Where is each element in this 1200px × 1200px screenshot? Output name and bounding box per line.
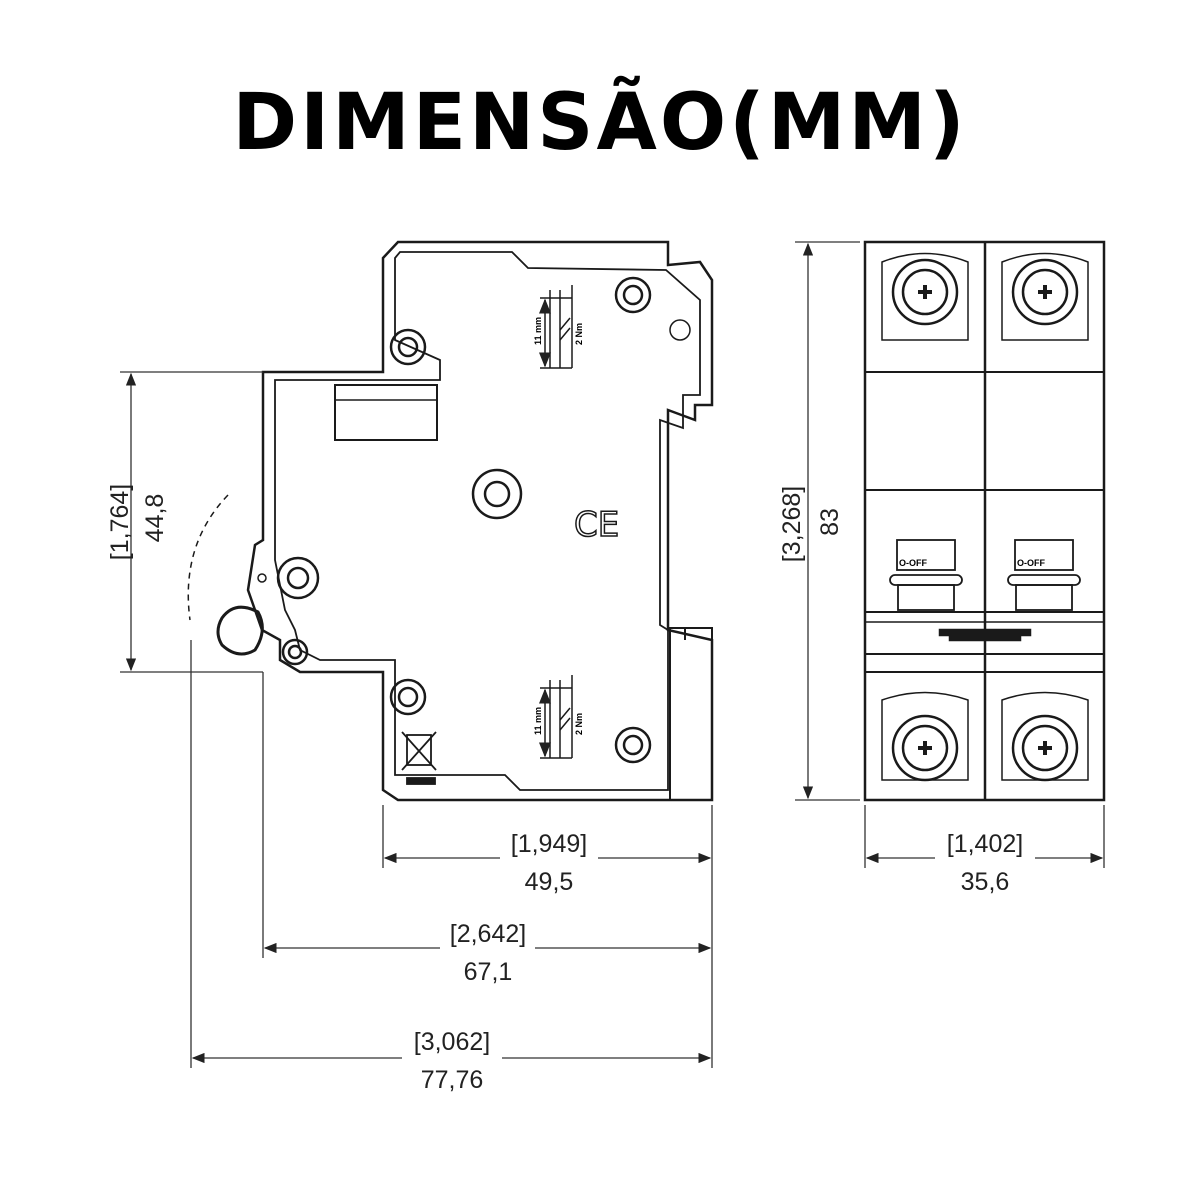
switch-label-left: O-OFF [899, 558, 927, 568]
front-view [863, 240, 1106, 802]
dimension-lines [120, 241, 1105, 1068]
depth-body-mm: 49,5 [525, 868, 574, 896]
side-view [187, 240, 714, 802]
terminal-screw-icon [1001, 252, 1089, 341]
mount-hole [614, 276, 652, 314]
height-total-inch: [3,268] [778, 486, 806, 562]
depth-body-inch: [1,949] [511, 830, 587, 858]
mount-hole [276, 556, 320, 600]
terminal-screw-icon [1001, 691, 1089, 782]
mount-hole [281, 638, 309, 666]
depth-rail-inch: [2,642] [450, 920, 526, 948]
terminal-screw-icon [881, 252, 969, 341]
switch-label-right: O-OFF [1017, 558, 1045, 568]
center-hole [471, 468, 523, 520]
torque-label: 2 Nm [574, 323, 584, 345]
strip-length-label: 11 mm [533, 317, 543, 345]
page-title: DIMENSÃO(MM) [232, 78, 968, 168]
label-window [334, 384, 438, 441]
mount-hole [389, 678, 427, 716]
toggle-left [889, 539, 963, 611]
side-body-inner [274, 251, 701, 791]
mount-hole [614, 726, 652, 764]
width-mm: 35,6 [961, 868, 1010, 896]
weee-bin-icon [401, 731, 437, 785]
width-inch: [1,402] [947, 830, 1023, 858]
toggle-right [1007, 539, 1081, 611]
ce-mark: CE [574, 505, 619, 545]
mount-hole [389, 328, 427, 366]
height-total-mm: 83 [816, 508, 844, 536]
depth-total-mm: 77,76 [421, 1066, 484, 1094]
handle [216, 605, 264, 656]
depth-rail-mm: 67,1 [464, 958, 513, 986]
terminal-screw-icon [881, 691, 969, 782]
height-left-mm: 44,8 [141, 494, 169, 543]
terminal-mark-bottom [539, 675, 573, 759]
handle-swing-arc [187, 494, 229, 621]
strip-length-label: 11 mm [533, 707, 543, 735]
rail-clip [669, 627, 713, 801]
side-body-outline [246, 240, 714, 802]
terminal-mark-top [539, 285, 573, 369]
height-left-inch: [1,764] [106, 484, 134, 560]
handle-bar [864, 611, 1105, 655]
torque-label: 2 Nm [574, 713, 584, 735]
depth-total-inch: [3,062] [414, 1028, 490, 1056]
